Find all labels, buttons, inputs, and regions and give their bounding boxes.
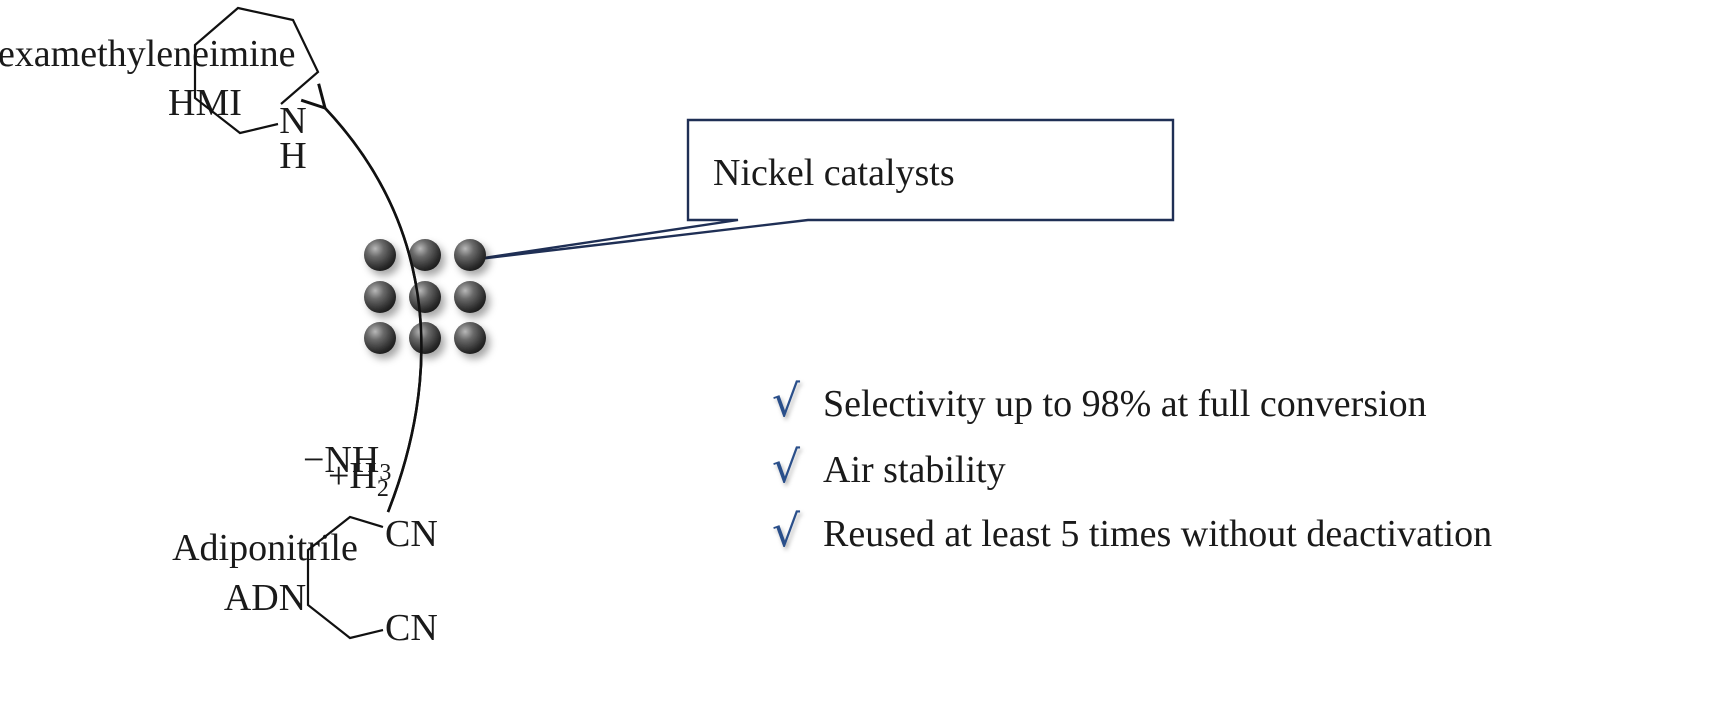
nickel-particle (454, 281, 486, 313)
nitrile-bottom: CN (385, 607, 438, 649)
nickel-particle (364, 322, 396, 354)
check-icon: √ (772, 442, 801, 493)
check-icon: √ (772, 506, 801, 557)
reaction-arrow-overlay (324, 107, 423, 513)
nickel-particle (409, 239, 441, 271)
reagent-label: +H2 (328, 455, 389, 502)
reactant-adn: Adiponitrile ADN CN CN (172, 513, 438, 649)
product-hmi: Hexamethyleneimine HMI N H (0, 6, 320, 177)
adn-chain (306, 515, 384, 640)
nickel-particle (454, 239, 486, 271)
nickel-particle (364, 281, 396, 313)
nitrile-top: CN (385, 513, 438, 555)
callout-label: Nickel catalysts (713, 152, 955, 194)
nickel-particles (364, 239, 486, 354)
feature-item: √ Reused at least 5 times without deacti… (772, 506, 1492, 557)
feature-item: √ Selectivity up to 98% at full conversi… (772, 376, 1427, 427)
check-icon: √ (772, 376, 801, 427)
callout-box (469, 118, 1175, 262)
feature-item: √ Air stability (772, 442, 1006, 493)
nickel-particle (409, 281, 441, 313)
byproduct-label: −NH3 (303, 439, 391, 486)
reactant-abbreviation: ADN (224, 577, 306, 619)
feature-text: Reused at least 5 times without deactiva… (823, 513, 1492, 555)
nickel-particle (409, 322, 441, 354)
ring-hydrogen: H (279, 135, 306, 177)
feature-list: √ Selectivity up to 98% at full conversi… (772, 376, 1492, 557)
nickel-particle (364, 239, 396, 271)
feature-text: Air stability (823, 449, 1006, 491)
azepane-ring (193, 6, 320, 135)
product-abbreviation: HMI (168, 82, 242, 124)
product-name: Hexamethyleneimine (0, 33, 296, 75)
reaction-conditions: −NH3 +H2 (303, 439, 391, 502)
nickel-particle (454, 322, 486, 354)
catalyst-callout: Nickel catalysts (469, 118, 1175, 262)
feature-text: Selectivity up to 98% at full conversion (823, 383, 1427, 425)
